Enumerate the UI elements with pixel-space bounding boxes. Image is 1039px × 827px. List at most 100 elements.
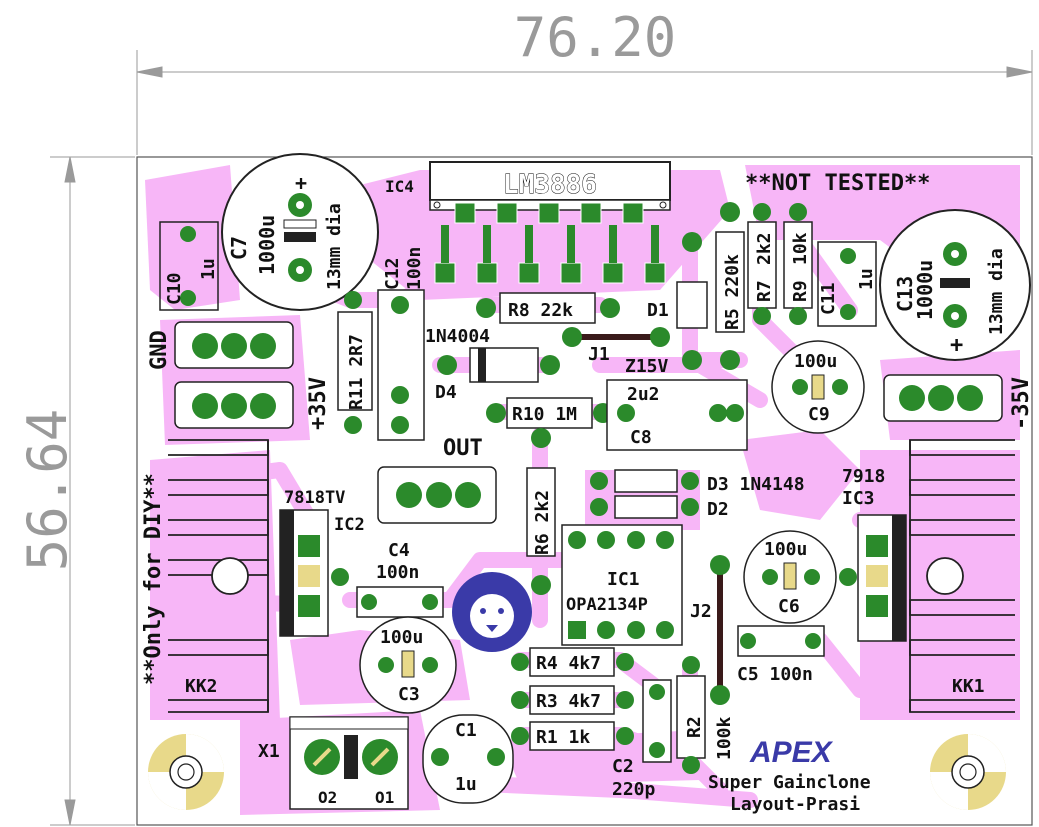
r1-resistor[interactable] <box>511 721 634 751</box>
title-line1: Super Gainclone <box>708 772 871 793</box>
out-label: OUT <box>443 436 483 461</box>
d2-diode[interactable] <box>590 495 699 519</box>
dimension-height <box>50 156 135 826</box>
heatsink-kk1 <box>909 439 1015 713</box>
minus35-connector[interactable] <box>883 374 1003 422</box>
ic3-regulator[interactable] <box>839 514 907 642</box>
r8-resistor[interactable] <box>476 292 620 324</box>
lion-logo <box>452 572 532 652</box>
c12-value: 100n <box>404 247 425 290</box>
c11-name: C11 <box>818 282 839 315</box>
c1-name: C1 <box>455 720 477 741</box>
r4-label: R4 4k7 <box>536 653 601 674</box>
mounting-hole-right <box>930 734 1006 810</box>
c2-value: 220p <box>612 779 656 800</box>
r9-name: R9 <box>790 280 811 302</box>
r10-label: R10 1M <box>512 404 577 425</box>
r9-resistor[interactable] <box>783 203 813 325</box>
c2-name: C2 <box>612 756 634 777</box>
c10-capacitor[interactable] <box>159 221 219 311</box>
heatsink-kk2 <box>168 439 269 713</box>
x1-terminal[interactable] <box>289 716 409 810</box>
ic3-label: IC3 <box>842 488 875 509</box>
ic2-regulator[interactable] <box>279 509 349 637</box>
c10-name: C10 <box>164 272 185 305</box>
c9-capacitor[interactable] <box>771 340 865 434</box>
z15v-label: Z15V <box>625 356 669 377</box>
ic1-opa2134[interactable] <box>561 524 683 646</box>
d1-label: D1 <box>647 300 669 321</box>
j1-label: J1 <box>588 344 610 365</box>
r7-name: R7 <box>754 280 775 302</box>
plus35-connector[interactable] <box>174 381 294 429</box>
d1-zener[interactable] <box>676 232 708 370</box>
minus35-label: -35V <box>1009 377 1034 430</box>
d4-label: D4 <box>435 382 457 403</box>
j2-jumper[interactable] <box>710 555 730 705</box>
c4-name: C4 <box>388 540 410 561</box>
c4-value: 100n <box>376 562 419 583</box>
r8-label: R8 22k <box>508 300 573 321</box>
svg-text:+: + <box>295 171 307 195</box>
r11-resistor[interactable] <box>337 291 373 434</box>
c3-label: C3 <box>398 684 420 705</box>
r2-value: 100k <box>714 716 735 760</box>
c7-value: 1000u <box>255 215 279 275</box>
c7-dia: 13mm dia <box>324 203 345 290</box>
x1-label: X1 <box>258 741 280 762</box>
c13-name: C13 <box>893 276 917 312</box>
r6-resistor[interactable] <box>526 428 556 595</box>
r1-label: R1 1k <box>536 727 590 748</box>
c8-label: C8 <box>630 427 652 448</box>
c1-capacitor[interactable] <box>422 714 514 804</box>
c3-capacitor[interactable] <box>359 616 457 714</box>
c11-capacitor[interactable] <box>817 241 877 327</box>
c13-capacitor[interactable]: + <box>879 209 1031 361</box>
ic4-lm3886[interactable] <box>429 161 671 284</box>
c6-capacitor[interactable] <box>743 530 837 624</box>
c7-name: C7 <box>227 236 251 260</box>
c10-value: 1u <box>198 258 219 280</box>
c13-dia: 13mm dia <box>986 248 1007 335</box>
ic1-type: OPA2134P <box>566 595 648 615</box>
ic2-label: IC2 <box>334 515 365 535</box>
c12-capacitor[interactable] <box>377 289 425 441</box>
c2-capacitor[interactable] <box>642 679 672 763</box>
c3-value: 100u <box>380 627 423 648</box>
r2-name: R2 <box>684 716 705 738</box>
r10-resistor[interactable] <box>486 397 613 429</box>
r5-resistor[interactable] <box>715 202 745 370</box>
r11-label: R11 2R7 <box>346 334 367 410</box>
ic3-type: 7918 <box>842 466 885 487</box>
r7-value: 2k2 <box>754 232 775 265</box>
c6-value: 100u <box>764 539 807 560</box>
not-tested-label: **NOT TESTED** <box>745 171 930 196</box>
d3-label: D3 1N4148 <box>707 474 805 495</box>
gnd-connector[interactable] <box>174 321 294 369</box>
diy-note: **Only for DIY** <box>141 473 166 685</box>
c4-capacitor[interactable] <box>356 586 444 618</box>
c8-capacitor[interactable] <box>606 379 748 451</box>
r7-resistor[interactable] <box>747 203 777 325</box>
x1-pin2-label: O2 <box>318 788 337 807</box>
title-line2: Layout-Prasi <box>730 794 860 815</box>
r4-resistor[interactable] <box>511 647 634 677</box>
r3-resistor[interactable] <box>511 685 634 715</box>
c7-capacitor[interactable]: + <box>221 153 379 311</box>
c12-name: C12 <box>382 257 403 290</box>
d4-diode[interactable] <box>437 347 560 383</box>
d3-diode[interactable] <box>590 469 699 493</box>
r5-label: R5 220k <box>722 254 743 330</box>
c9-value: 100u <box>794 351 837 372</box>
r9-value: 10k <box>790 232 811 265</box>
c5-capacitor[interactable] <box>737 625 825 657</box>
out-connector[interactable] <box>377 466 497 524</box>
dimension-width <box>136 50 1033 155</box>
d4-type-label: 1N4004 <box>425 326 490 347</box>
apex-brand: APEX <box>749 736 834 769</box>
j1-jumper[interactable] <box>562 327 670 347</box>
r2-resistor[interactable] <box>676 656 706 774</box>
gnd-label: GND <box>147 330 172 370</box>
svg-text:+: + <box>950 333 963 358</box>
